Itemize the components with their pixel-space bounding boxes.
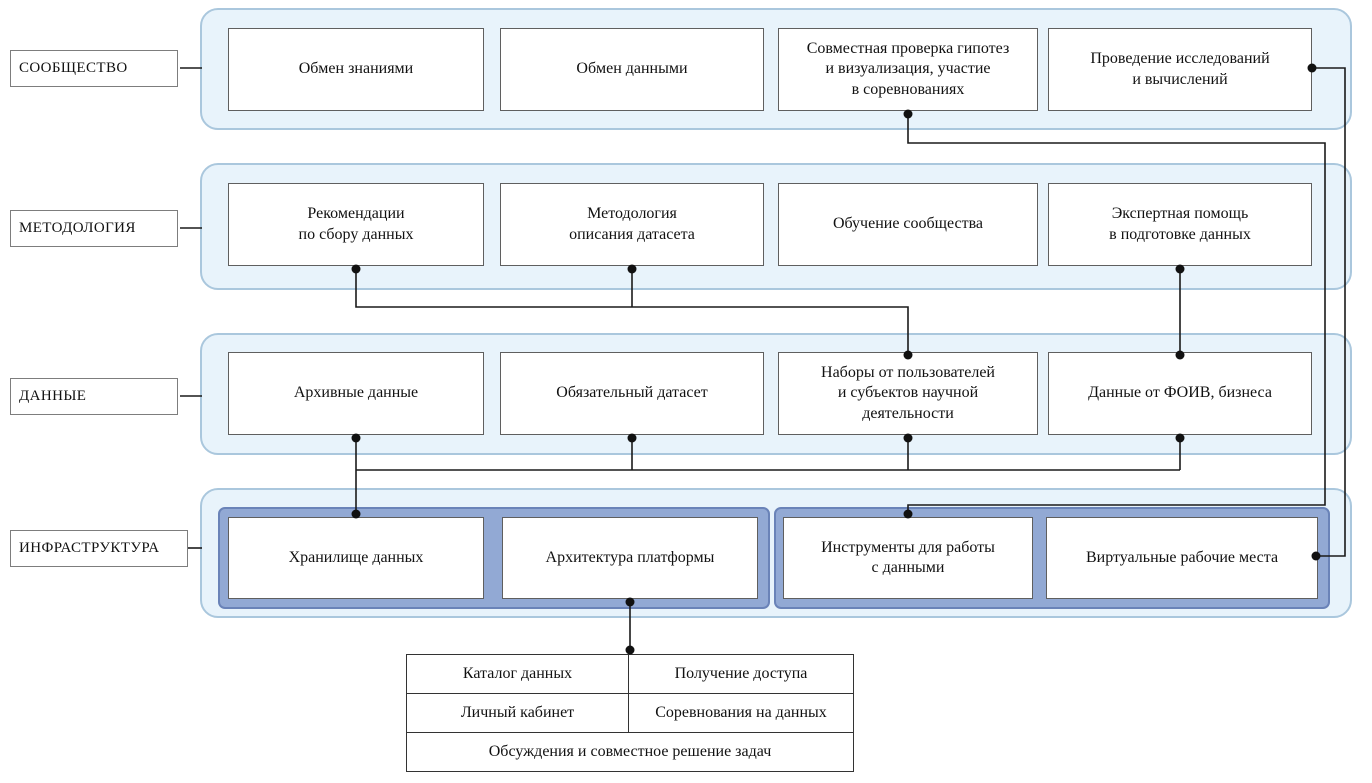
label-methodology-text: МЕТОДОЛОГИЯ	[19, 220, 136, 236]
box-expert-help: Экспертная помощь в подготовке данных	[1048, 183, 1312, 266]
box-data-tools-text: Инструменты для работы с данными	[821, 538, 995, 576]
table-cell-access: Получение доступа	[628, 654, 854, 694]
box-community-training: Обучение сообщества	[778, 183, 1038, 266]
box-dataset-description-methodology: Методология описания датасета	[500, 183, 764, 266]
label-infrastructure: ИНФРАСТРУКТУРА	[10, 530, 188, 567]
box-platform-architecture-text: Архитектура платформы	[545, 548, 715, 566]
box-mandatory-dataset: Обязательный датасет	[500, 352, 764, 435]
label-data: ДАННЫЕ	[10, 378, 178, 415]
box-research-computing-text: Проведение исследований и вычислений	[1090, 50, 1270, 88]
box-knowledge-exchange-text: Обмен знаниями	[298, 60, 414, 78]
box-government-business-data-text: Данные от ФОИВ, бизнеса	[1088, 384, 1272, 402]
box-virtual-workplaces-text: Виртуальные рабочие места	[1085, 548, 1279, 566]
table-row: Личный кабинет Соревнования на данных	[406, 693, 854, 733]
platform-functions-table: Каталог данных Получение доступа Личный …	[406, 654, 854, 772]
box-expert-help-text: Экспертная помощь в подготовке данных	[1109, 205, 1251, 243]
box-data-storage: Хранилище данных	[228, 517, 484, 599]
box-data-storage-text: Хранилище данных	[288, 548, 424, 566]
box-archival-data-text: Архивные данные	[293, 384, 419, 402]
label-methodology: МЕТОДОЛОГИЯ	[10, 210, 178, 247]
box-mandatory-dataset-text: Обязательный датасет	[556, 384, 708, 402]
label-community: СООБЩЕСТВО	[10, 50, 178, 87]
table-row: Каталог данных Получение доступа	[406, 654, 854, 694]
table-cell-data-competitions: Соревнования на данных	[628, 693, 854, 733]
box-data-tools: Инструменты для работы с данными	[783, 517, 1033, 599]
box-data-exchange-text: Обмен данными	[576, 60, 688, 78]
box-community-training-text: Обучение сообщества	[832, 215, 984, 233]
box-user-datasets: Наборы от пользователей и субъектов науч…	[778, 352, 1038, 435]
box-user-datasets-text: Наборы от пользователей и субъектов науч…	[821, 364, 995, 422]
box-virtual-workplaces: Виртуальные рабочие места	[1046, 517, 1318, 599]
label-data-text: ДАННЫЕ	[19, 388, 87, 404]
box-archival-data: Архивные данные	[228, 352, 484, 435]
table-cell-discussions: Обсуждения и совместное решение задач	[406, 732, 854, 772]
table-row: Обсуждения и совместное решение задач	[406, 732, 854, 772]
box-knowledge-exchange: Обмен знаниями	[228, 28, 484, 111]
box-research-computing: Проведение исследований и вычислений	[1048, 28, 1312, 111]
box-data-exchange: Обмен данными	[500, 28, 764, 111]
box-dataset-description-methodology-text: Методология описания датасета	[569, 205, 695, 243]
label-community-text: СООБЩЕСТВО	[19, 60, 128, 76]
table-cell-data-catalog: Каталог данных	[406, 654, 629, 694]
box-government-business-data: Данные от ФОИВ, бизнеса	[1048, 352, 1312, 435]
box-platform-architecture: Архитектура платформы	[502, 517, 758, 599]
box-data-collection-recommendations-text: Рекомендации по сбору данных	[298, 205, 414, 243]
label-infrastructure-text: ИНФРАСТРУКТУРА	[19, 540, 160, 556]
box-joint-hypothesis-testing-text: Совместная проверка гипотез и визуализац…	[806, 40, 1010, 98]
box-joint-hypothesis-testing: Совместная проверка гипотез и визуализац…	[778, 28, 1038, 111]
table-cell-personal-account: Личный кабинет	[406, 693, 629, 733]
line-research-to-workplaces	[1312, 67, 1346, 557]
box-data-collection-recommendations: Рекомендации по сбору данных	[228, 183, 484, 266]
